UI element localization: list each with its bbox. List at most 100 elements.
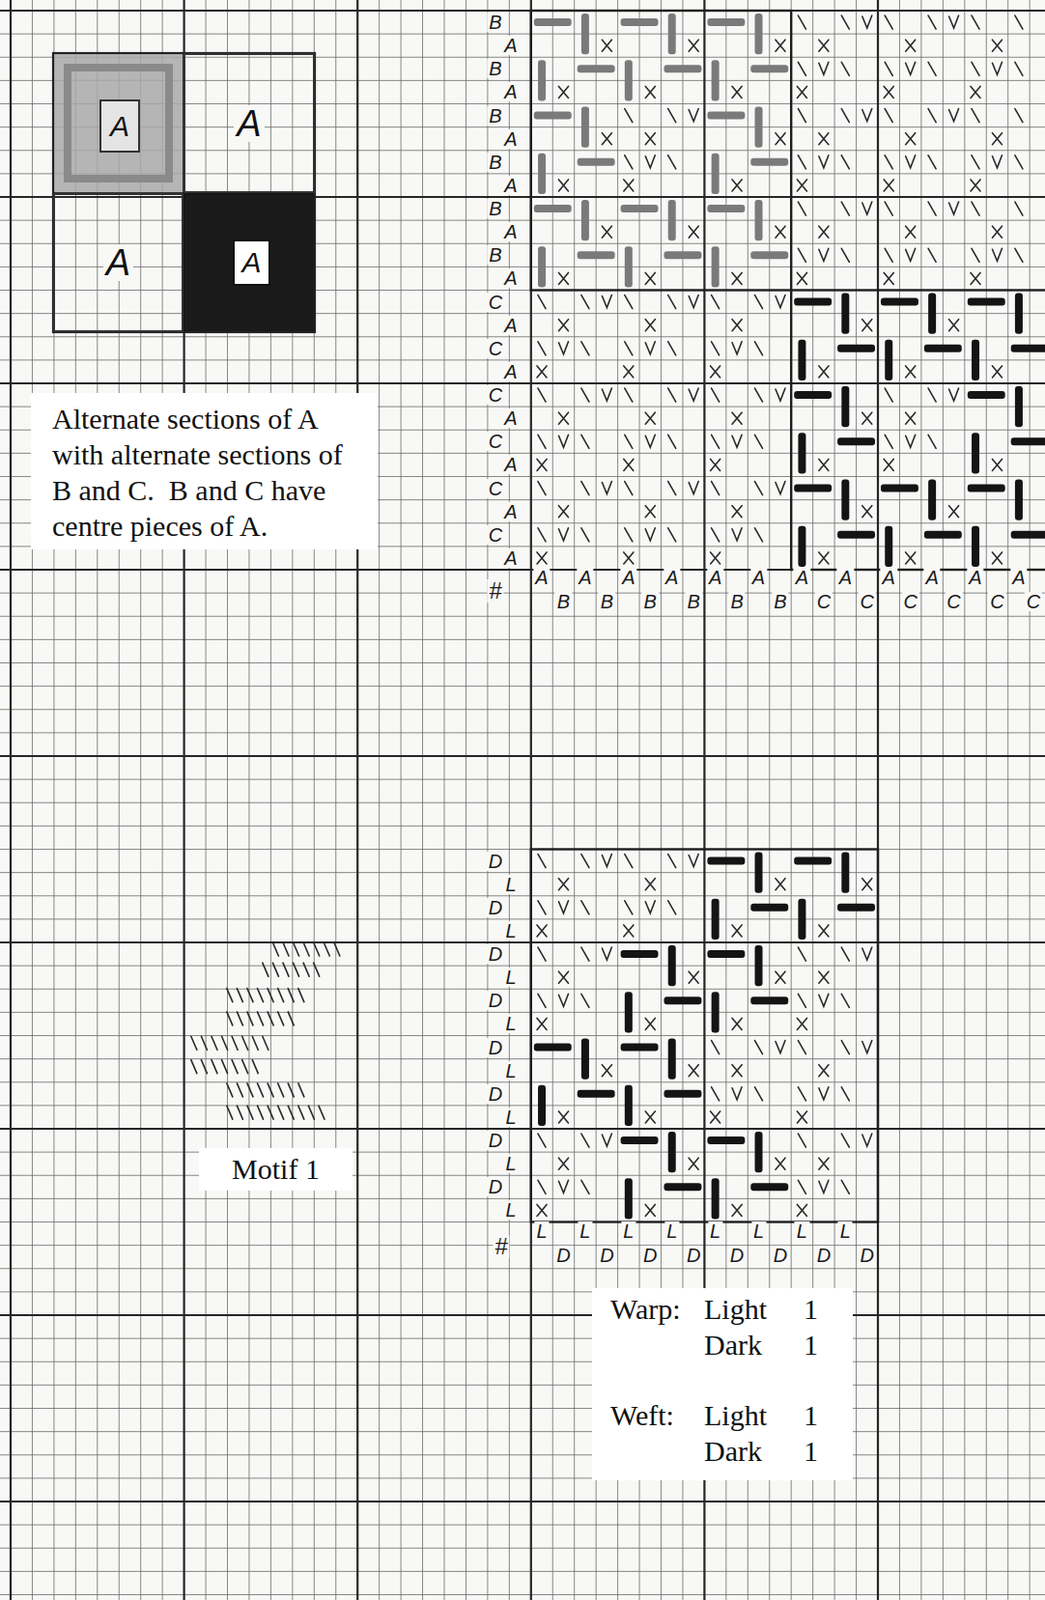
major-line: [876, 0, 879, 1600]
minor-line: [0, 1175, 1045, 1177]
back-mark: [841, 61, 849, 76]
motif-mark: [236, 1012, 243, 1026]
back-mark: [668, 388, 677, 402]
back-mark: [624, 901, 633, 915]
weft-bar: [967, 484, 1006, 493]
tick-mark: [775, 481, 786, 495]
back-mark: [624, 295, 633, 310]
thread-label: D: [684, 1245, 703, 1266]
weft-bar: [664, 1183, 703, 1191]
thread-label: L: [503, 1107, 518, 1128]
minor-line: [0, 1431, 1045, 1433]
weft-bar: [793, 857, 832, 866]
back-mark: [711, 295, 720, 310]
warp-bar: [668, 1039, 677, 1080]
cross-mark: [645, 85, 655, 98]
tick-mark: [732, 434, 742, 448]
back-mark: [537, 947, 546, 961]
back-mark: [1015, 109, 1023, 123]
thread-label: D: [486, 851, 505, 872]
cross-mark: [710, 366, 721, 378]
warp-bar: [581, 1039, 590, 1080]
cross-mark: [645, 272, 655, 284]
weft-bar: [924, 344, 962, 353]
back-mark: [841, 201, 849, 216]
tick-mark: [601, 481, 612, 495]
tick-mark: [688, 295, 699, 309]
motif-mark: [267, 1012, 274, 1026]
cross-mark: [623, 179, 634, 192]
weft-bar: [1011, 344, 1045, 353]
back-mark: [841, 15, 849, 29]
motif-mark: [247, 1012, 254, 1026]
motif-mark: [211, 1060, 218, 1074]
minor-line: [31, 0, 33, 1600]
thread-label: D: [486, 1084, 505, 1104]
tick-mark: [558, 434, 568, 448]
thread-label: L: [503, 1200, 518, 1220]
tick-mark: [601, 947, 612, 961]
tick-mark: [688, 854, 699, 868]
motif-mark: [267, 988, 274, 1003]
block-frame: [53, 53, 315, 333]
motif-mark: [236, 1105, 243, 1120]
back-mark: [797, 201, 806, 216]
thread-count: 1: [803, 1328, 819, 1361]
cross-mark: [732, 1017, 742, 1030]
back-mark: [537, 434, 546, 449]
warp-bar: [711, 899, 720, 940]
tick-mark: [949, 15, 960, 29]
motif-mark: [287, 1105, 294, 1120]
tick-mark: [775, 295, 786, 309]
thread-label: L: [838, 1221, 853, 1242]
weft-bar: [577, 158, 616, 167]
thread-label: L: [707, 1221, 723, 1242]
major-line: [9, 0, 12, 1600]
minor-line: [0, 1221, 1045, 1223]
back-mark: [971, 155, 980, 170]
back-mark: [755, 388, 763, 402]
back-mark: [537, 901, 546, 915]
minor-line: [0, 1035, 1045, 1037]
motif-mark: [226, 1012, 233, 1026]
warp-bar: [668, 199, 677, 241]
section-box: A: [99, 99, 141, 153]
back-mark: [797, 1041, 806, 1055]
warp-bar: [537, 1085, 546, 1127]
cross-mark: [905, 412, 916, 424]
back-mark: [1015, 15, 1023, 29]
tick-mark: [732, 528, 742, 541]
back-mark: [797, 248, 806, 262]
cross-mark: [732, 925, 742, 937]
thread-label: L: [794, 1221, 810, 1242]
back-mark: [668, 434, 677, 449]
cross-mark: [710, 458, 721, 471]
minor-line: [0, 848, 1045, 850]
back-mark: [711, 481, 720, 496]
tick-mark: [601, 295, 612, 309]
warp-bar: [537, 59, 546, 101]
cross-mark: [775, 39, 786, 52]
weft-bar: [577, 251, 616, 259]
minor-line: [0, 1384, 1045, 1386]
cross-mark: [558, 1111, 568, 1124]
minor-line: [75, 0, 77, 1600]
thread-label: B: [598, 592, 616, 612]
back-mark: [971, 61, 980, 76]
minor-line: [0, 918, 1045, 920]
thread-label: D: [858, 1245, 876, 1266]
warp-bar: [624, 59, 633, 101]
back-mark: [841, 947, 849, 961]
weft-bar: [924, 531, 962, 539]
back-mark: [841, 1133, 849, 1148]
section-frame: [531, 10, 791, 291]
tick-mark: [688, 388, 699, 401]
motif-mark: [222, 1036, 228, 1050]
back-mark: [711, 1041, 720, 1055]
cross-mark: [796, 1204, 807, 1216]
warp-bar: [624, 1085, 633, 1127]
motif-mark: [262, 1036, 269, 1050]
cross-mark: [775, 878, 786, 891]
minor-line: [0, 243, 1045, 245]
minor-line: [0, 685, 1045, 687]
